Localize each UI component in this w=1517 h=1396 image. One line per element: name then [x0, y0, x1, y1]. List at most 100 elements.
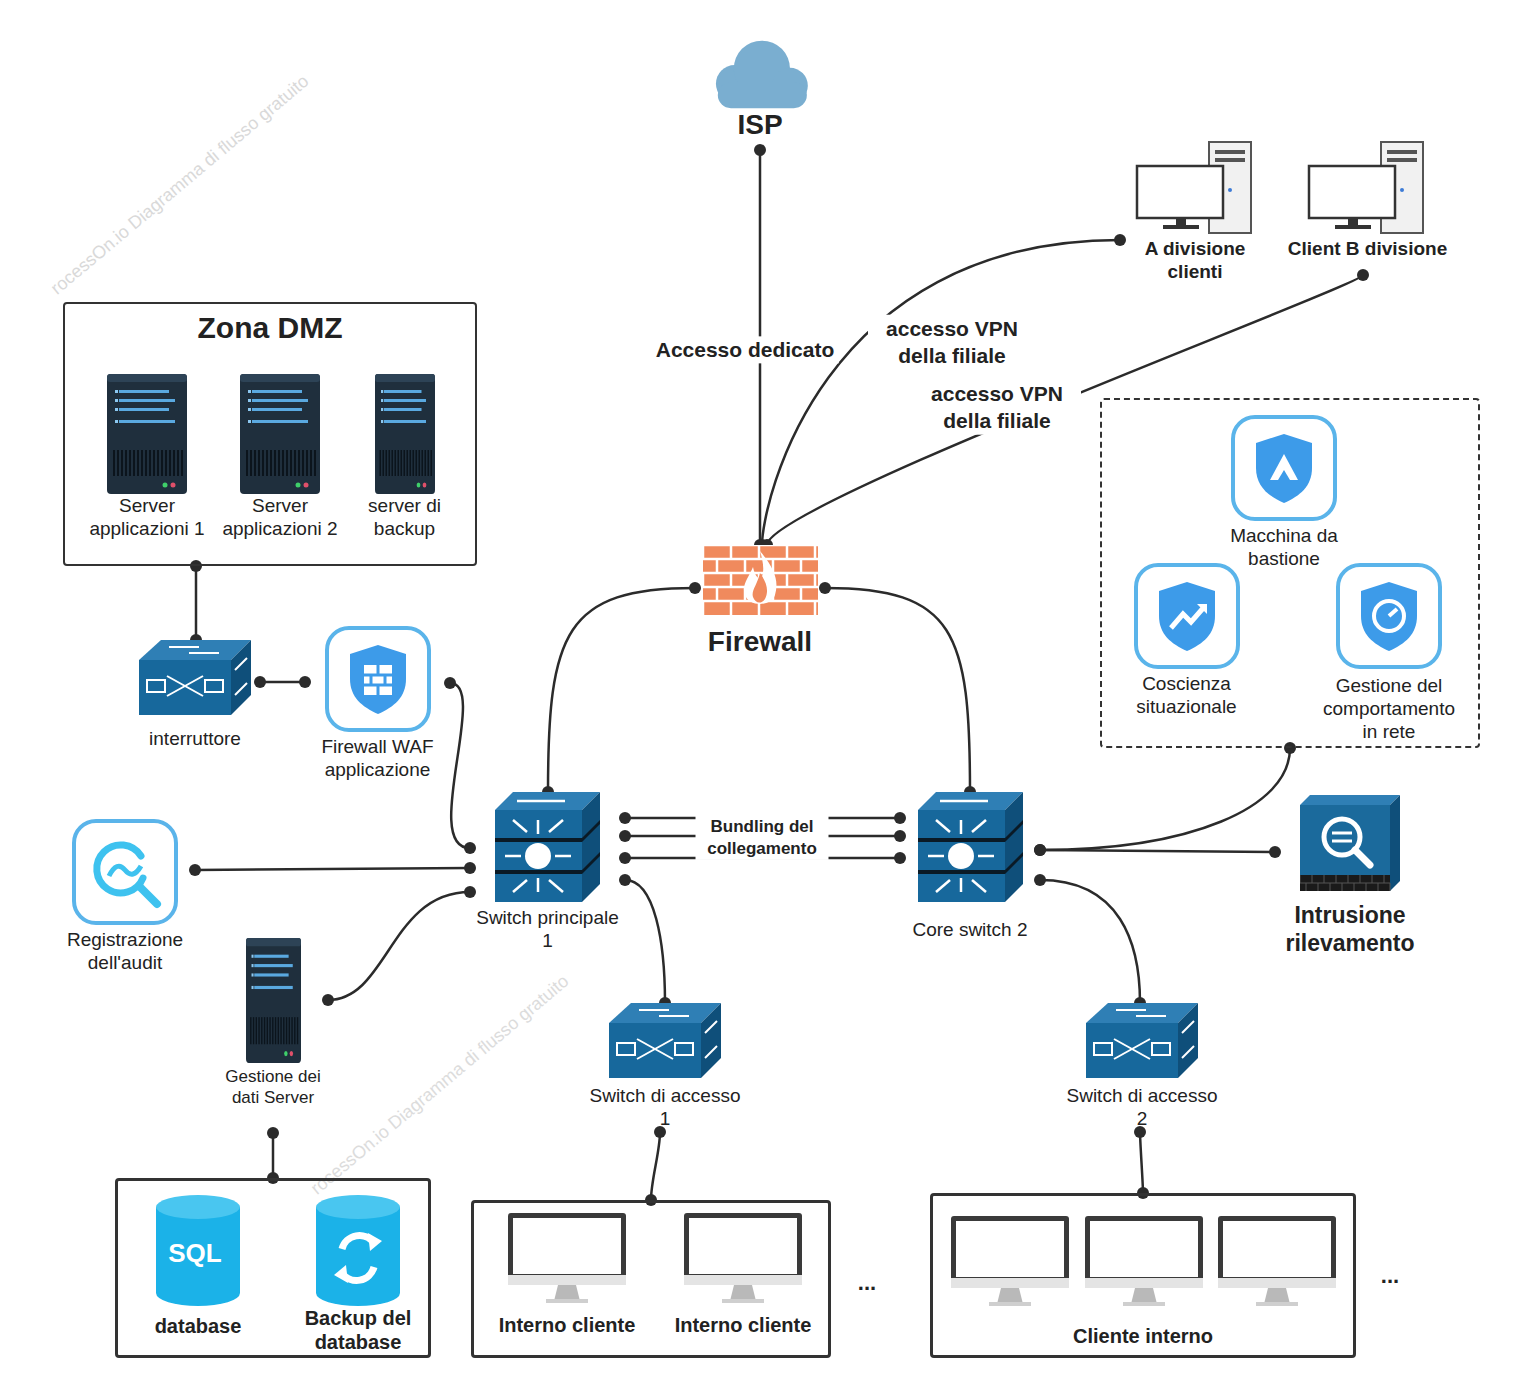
- node-label: server di backup: [352, 494, 457, 540]
- icon-graphic: [918, 792, 1023, 902]
- branch-client: A divisione clienti: [1120, 140, 1270, 290]
- endpoint-dot: [189, 864, 201, 876]
- node-text-group: Macchina da bastione: [1214, 524, 1354, 570]
- endpoint-dot: [190, 560, 202, 572]
- connector-line: [1040, 880, 1140, 1003]
- node-label: Core switch 2: [900, 918, 1040, 941]
- node-text-group: Switch principale 1: [470, 906, 625, 952]
- node-label: Server applicazioni 2: [215, 494, 345, 540]
- node-text-group: database: [143, 1314, 253, 1338]
- endpoint-dot: [322, 994, 334, 1006]
- node-icon: [314, 1193, 402, 1308]
- icon-graphic: [246, 938, 301, 1063]
- connector-line: [450, 683, 470, 848]
- icon-graphic: [1133, 140, 1258, 235]
- node-icon: [1300, 795, 1400, 895]
- connector-line: [767, 275, 1363, 545]
- icon-graphic: [1335, 562, 1443, 670]
- connector: [761, 269, 1369, 551]
- backup-cylinder: Backup del database: [288, 1193, 428, 1358]
- icon-graphic: [324, 625, 432, 733]
- connector: [1034, 742, 1296, 856]
- node-label: Registrazione dell'audit: [55, 928, 195, 974]
- icon-graphic: [1086, 1003, 1198, 1078]
- endpoint-dot: [894, 852, 906, 864]
- endpoint-dot: [894, 812, 906, 824]
- edge-label: accesso VPN della filiale: [913, 380, 1081, 435]
- connector: [619, 812, 906, 864]
- node-label: A divisione clienti: [1120, 237, 1270, 283]
- node-text-group: Interno cliente: [659, 1313, 827, 1337]
- icon-graphic: [508, 1213, 626, 1305]
- node-icon: [508, 1213, 626, 1305]
- connector-line: [762, 240, 1120, 545]
- connector-line: [260, 681, 305, 684]
- watermark: rocessOn.io Diagramma di flusso gratuito: [47, 71, 313, 299]
- icon-text: SQL: [168, 1238, 221, 1269]
- node-label: Interno cliente: [483, 1313, 651, 1337]
- core-switch: Switch principale 1: [470, 792, 625, 954]
- connector: [254, 676, 311, 688]
- node-icon: [918, 792, 1023, 902]
- node-label: Server applicazioni 1: [82, 494, 212, 540]
- connector: [645, 1126, 666, 1206]
- node-text-group: Client B divisione: [1275, 237, 1460, 260]
- endpoint-dot: [464, 862, 476, 874]
- database-cylinder: database: [143, 1193, 253, 1348]
- node-label: Client B divisione: [1275, 237, 1460, 260]
- node-text-group: Intrusione rilevamento: [1275, 901, 1425, 957]
- endpoint-dot: [619, 874, 631, 886]
- connector: [1134, 1126, 1149, 1199]
- node-label: interruttore: [130, 727, 260, 750]
- audit-tile: Registrazione dell'audit: [55, 818, 195, 978]
- core-switch: Core switch 2: [900, 792, 1040, 943]
- connector-line: [825, 588, 970, 792]
- icon-graphic: [139, 640, 251, 715]
- endpoint-dot: [619, 852, 631, 864]
- node-icon: [240, 374, 320, 494]
- node-icon: [107, 374, 187, 494]
- node-icon: [684, 1213, 802, 1305]
- endpoint-dot: [754, 144, 766, 156]
- icon-graphic: [684, 1213, 802, 1305]
- connector: [1034, 844, 1281, 858]
- connector: [444, 677, 476, 854]
- endpoint-dot: [894, 830, 906, 842]
- node-text-group: Firewall WAF applicazione: [305, 735, 450, 781]
- endpoint-dot: [464, 842, 476, 854]
- node-icon: [375, 374, 435, 494]
- security-tile: Gestione del comportamento in rete: [1314, 562, 1464, 747]
- endpoint-dot: [819, 582, 831, 594]
- node-label: Intrusione rilevamento: [1275, 901, 1425, 957]
- client-monitor: Interno cliente: [659, 1213, 827, 1353]
- server-unit: Server applicazioni 1: [82, 374, 212, 549]
- node-icon: [495, 792, 600, 902]
- connector-line: [625, 880, 665, 1003]
- endpoint-dot: [1284, 742, 1296, 754]
- connector: [190, 560, 202, 646]
- node-icon: [71, 818, 179, 926]
- endpoint-dot: [267, 1127, 279, 1139]
- node-text-group: Gestione dei dati Server: [218, 1067, 328, 1108]
- connector: [1034, 874, 1146, 1009]
- connector-line: [1140, 1132, 1143, 1193]
- ellipsis: ...: [858, 1270, 876, 1296]
- node-icon: [702, 35, 818, 110]
- security-tile: Coscienza situazionale: [1114, 562, 1259, 722]
- connector: [189, 862, 476, 876]
- connector: [819, 582, 976, 798]
- node-label: Switch di accesso 2: [1062, 1084, 1222, 1130]
- security-group: Macchina da bastioneCoscienza situaziona…: [1100, 398, 1480, 748]
- node-text-group: Backup del database: [288, 1306, 428, 1355]
- node-icon: [1230, 414, 1338, 522]
- server-unit: server di backup: [352, 374, 457, 549]
- connector-line: [1040, 748, 1290, 850]
- firewall-icon: Firewall: [695, 545, 825, 665]
- endpoint-dot: [689, 582, 701, 594]
- endpoint-dot: [1114, 234, 1126, 246]
- connector-line: [328, 892, 470, 1000]
- node-icon: [139, 640, 251, 715]
- connector-line: [195, 566, 198, 640]
- node-label: Firewall: [695, 625, 825, 659]
- endpoint-dot: [254, 676, 266, 688]
